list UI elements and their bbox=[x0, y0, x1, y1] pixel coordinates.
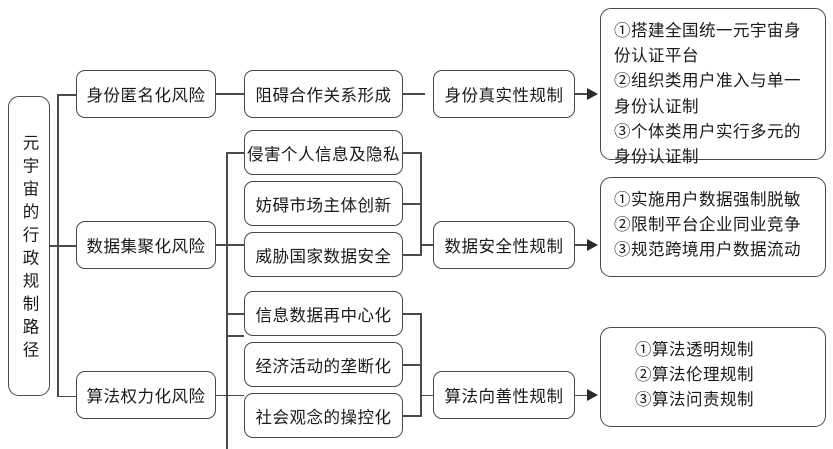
connector-root-to-risk-1 bbox=[57, 94, 76, 96]
connector-risk3-spine bbox=[226, 313, 228, 449]
regulation-node-algorithm-benevolence: 算法向善性规制 bbox=[433, 371, 575, 419]
connector-regulation1-to-measure1 bbox=[575, 93, 590, 95]
measure-box-identity: ①搭建全国统一元宇宙身份认证平台 ②组织类用户准入与单一身份认证制 ③个体类用户… bbox=[600, 8, 826, 166]
measure-item: ②限制平台企业同业竞争 bbox=[614, 215, 801, 235]
measure-box-algorithm: ①算法透明规制 ②算法伦理规制 ③算法问责规制 bbox=[600, 327, 826, 427]
measure-item: ③规范跨境用户数据流动 bbox=[614, 240, 801, 260]
consequence-node-hinder-innovation: 妨碍市场主体创新 bbox=[244, 181, 403, 226]
regulation-node-data-security: 数据安全性规制 bbox=[433, 221, 575, 269]
measure-item: ②算法伦理规制 bbox=[635, 365, 754, 385]
connector-consequence1-to-regulation1 bbox=[403, 93, 425, 95]
connector-risk2-to-consequence4 bbox=[226, 335, 244, 337]
connector-risk3-to-consequence6 bbox=[226, 394, 244, 397]
connector-consequence4-to-spine bbox=[403, 254, 421, 256]
connector-regulation3-spine bbox=[420, 313, 422, 417]
connector-regulation2-spine bbox=[420, 152, 422, 256]
connector-consequence2-to-spine bbox=[403, 152, 421, 154]
connector-regulation3-to-measure3 bbox=[575, 394, 590, 397]
arrow-icon-to-measure2 bbox=[587, 238, 598, 251]
consequence-node-block-cooperation: 阻碍合作关系形成 bbox=[244, 70, 403, 118]
arrow-icon-to-measure3 bbox=[587, 388, 598, 401]
risk-node-algorithm-power: 算法权力化风险 bbox=[76, 371, 216, 419]
measure-item: ③个体类用户实行多元的身份认证制 bbox=[614, 121, 801, 167]
connector-risk1-to-consequence1 bbox=[216, 93, 244, 95]
consequence-node-social-manipulation: 社会观念的操控化 bbox=[244, 393, 403, 438]
connector-root-stub bbox=[50, 245, 58, 247]
connector-risk2-to-consequence2 bbox=[226, 152, 244, 154]
connector-risk2-to-consequence3 bbox=[226, 244, 244, 246]
connector-risk2-stub bbox=[216, 244, 227, 246]
measure-item: ②组织类用户准入与单一身份认证制 bbox=[614, 71, 801, 116]
connector-root-to-risk-3 bbox=[57, 395, 76, 398]
connector-consequence7-to-spine bbox=[403, 415, 421, 417]
connector-root-to-risk-2 bbox=[57, 245, 76, 247]
connector-risk3-to-consequence5 bbox=[226, 313, 244, 315]
consequence-node-economic-monopoly: 经济活动的垄断化 bbox=[244, 342, 403, 387]
regulation-node-identity-authenticity: 身份真实性规制 bbox=[433, 70, 575, 118]
connector-spine-to-regulation3 bbox=[420, 394, 434, 397]
arrow-icon-to-measure1 bbox=[587, 87, 598, 100]
connector-spine-to-regulation2 bbox=[420, 244, 434, 246]
consequence-node-recentralization: 信息数据再中心化 bbox=[244, 291, 403, 336]
measure-item: ①算法透明规制 bbox=[635, 340, 754, 359]
connector-regulation2-to-measure2 bbox=[575, 244, 590, 246]
measure-item: ①实施用户数据强制脱敏 bbox=[614, 190, 801, 209]
measure-item: ①搭建全国统一元宇宙身份认证平台 bbox=[614, 21, 801, 66]
connector-consequence6-to-spine bbox=[403, 364, 421, 366]
connector-risk3-stub bbox=[216, 394, 227, 397]
risk-node-identity-anonymity: 身份匿名化风险 bbox=[76, 70, 216, 118]
consequence-node-national-data-security: 威胁国家数据安全 bbox=[244, 232, 403, 277]
connector-consequence3-to-spine bbox=[403, 203, 421, 205]
measure-box-data-security: ①实施用户数据强制脱敏 ②限制平台企业同业竞争 ③规范跨境用户数据流动 bbox=[600, 177, 826, 277]
risk-node-data-aggregation: 数据集聚化风险 bbox=[76, 221, 216, 269]
root-node: 元宇宙的行政规制路径 bbox=[8, 96, 50, 396]
consequence-node-privacy-infringement: 侵害个人信息及隐私 bbox=[244, 130, 403, 175]
measure-item: ③算法问责规制 bbox=[635, 390, 754, 410]
connector-consequence5-to-spine bbox=[403, 313, 421, 315]
